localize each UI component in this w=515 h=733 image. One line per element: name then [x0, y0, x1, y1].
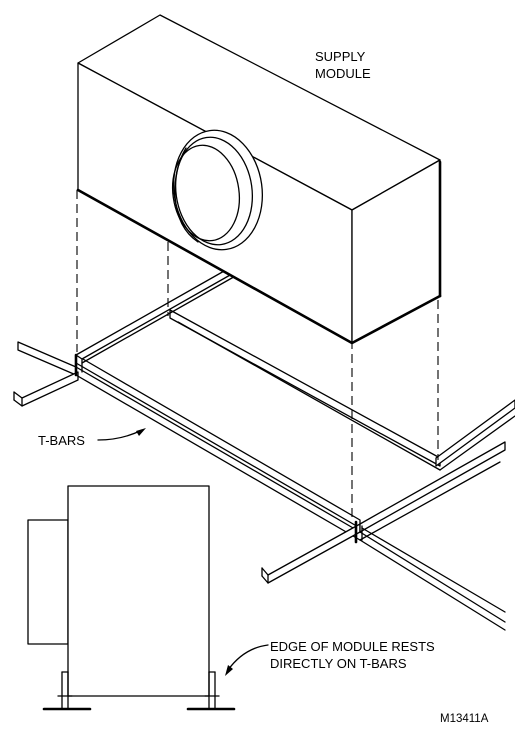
- figure-id: M13411A: [440, 713, 489, 725]
- edge-note-leader: [227, 644, 269, 671]
- t-bars-leader: [97, 429, 143, 441]
- t-bar-right-cross: [261, 441, 506, 584]
- side-view-t-bar-left: [42, 671, 92, 711]
- side-view-t-bar-right: [186, 671, 236, 711]
- t-bar-left-cross: [13, 341, 79, 407]
- t-bars-label: T-BARS: [38, 433, 85, 448]
- t-bar-grid: [13, 257, 515, 631]
- t-bar-left-junction: [74, 353, 83, 377]
- leader-lines: [97, 428, 269, 676]
- side-view-collar: [27, 519, 69, 645]
- alignment-dashed-lines: [76, 190, 439, 520]
- t-bar-main-runner-lower: [359, 527, 506, 631]
- edge-note-line1: EDGE OF MODULE RESTS: [270, 639, 435, 654]
- edge-note-arrow-icon: [225, 665, 233, 676]
- supply-module: [76, 14, 442, 345]
- t-bar-back-cross: [435, 399, 515, 471]
- supply-module-label-line1: SUPPLY: [315, 49, 366, 64]
- supply-module-label-line2: MODULE: [315, 66, 371, 81]
- side-view: [27, 485, 236, 711]
- side-view-module: [67, 485, 210, 697]
- t-bars-arrow-icon: [136, 428, 146, 436]
- edge-note-line2: DIRECTLY ON T-BARS: [270, 656, 407, 671]
- t-bar-back-rail: [169, 309, 441, 471]
- duct-collar-icon: [171, 129, 264, 251]
